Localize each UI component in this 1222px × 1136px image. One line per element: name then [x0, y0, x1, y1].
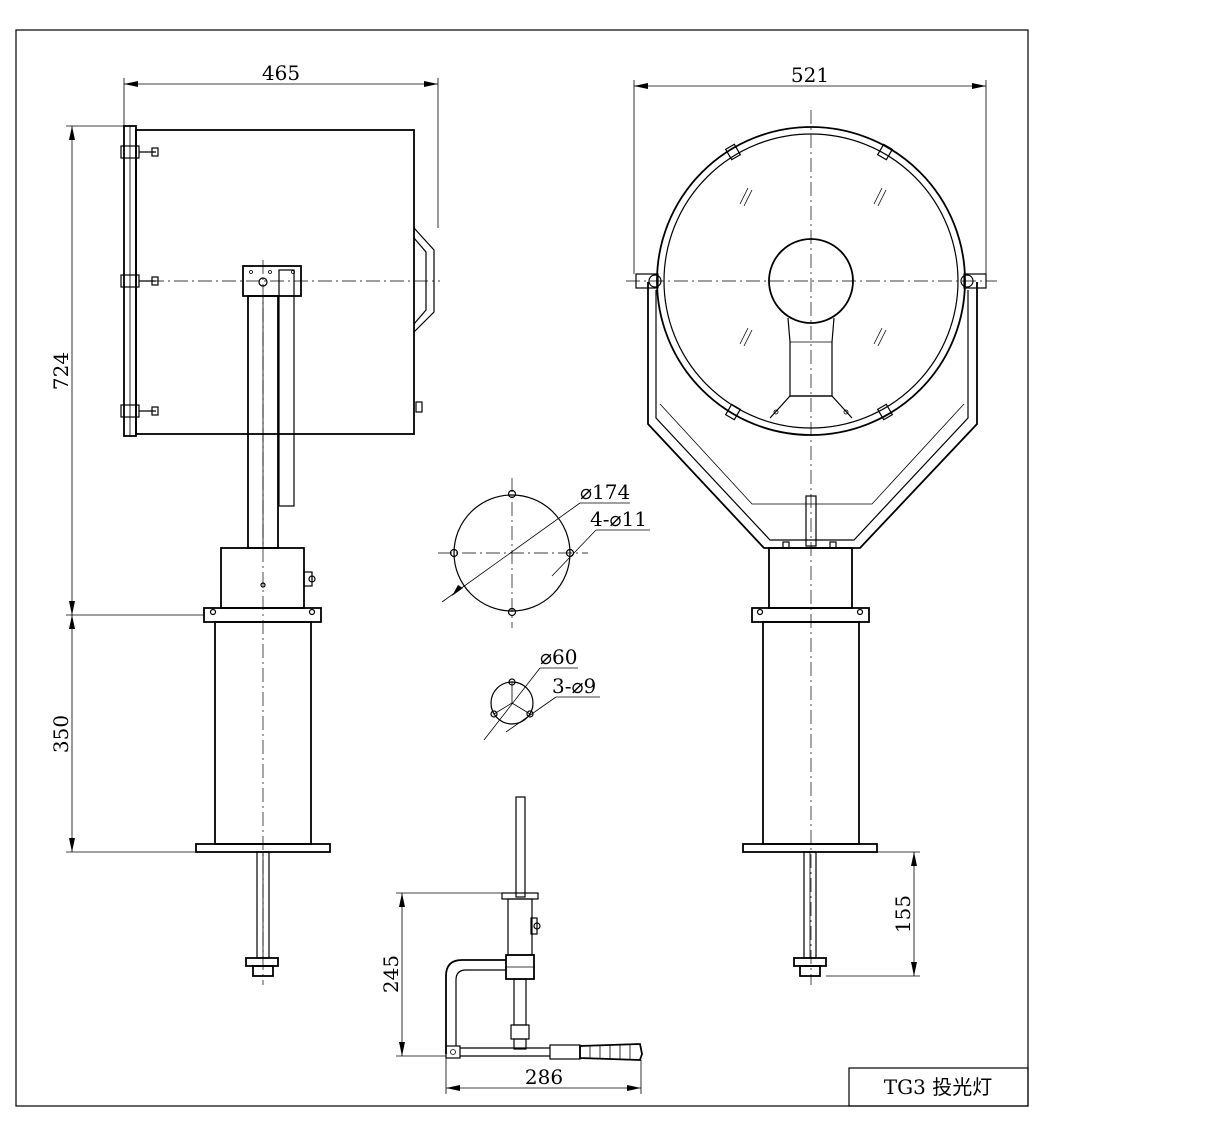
shaft-length-dimension: 155: [826, 851, 920, 977]
large-hole-pattern: ⌀174 4-⌀11: [438, 478, 650, 628]
bracket-width-dimension: 286: [445, 1058, 642, 1094]
side-view: [120, 125, 440, 985]
large-diameter-label: ⌀174: [580, 480, 630, 504]
bracket-height-dimension: 245: [379, 892, 516, 1057]
handle-bracket-detail: [445, 796, 643, 1061]
shaft-length-label: 155: [891, 895, 915, 933]
side-width-dimension: 465: [123, 61, 439, 228]
title-block-label: TG3 投光灯: [884, 1075, 992, 1099]
drawing-border: [15, 29, 1029, 1107]
small-diameter-label: ⌀60: [540, 645, 578, 669]
title-block: TG3 投光灯: [848, 1067, 1029, 1107]
front-view: [626, 110, 997, 985]
base-height-label: 350: [49, 715, 73, 753]
large-holes-label: 4-⌀11: [590, 507, 647, 531]
small-hole-pattern: ⌀60 3-⌀9: [483, 645, 600, 741]
bracket-width-label: 286: [525, 1065, 563, 1089]
total-height-dimension: 724: [49, 125, 204, 616]
total-height-label: 724: [49, 352, 73, 390]
small-holes-label: 3-⌀9: [552, 674, 596, 698]
front-width-dimension: 521: [633, 63, 987, 274]
base-height-dimension: 350: [49, 615, 196, 853]
side-width-label: 465: [262, 61, 300, 85]
bracket-height-label: 245: [379, 955, 403, 993]
front-width-label: 521: [791, 63, 829, 87]
